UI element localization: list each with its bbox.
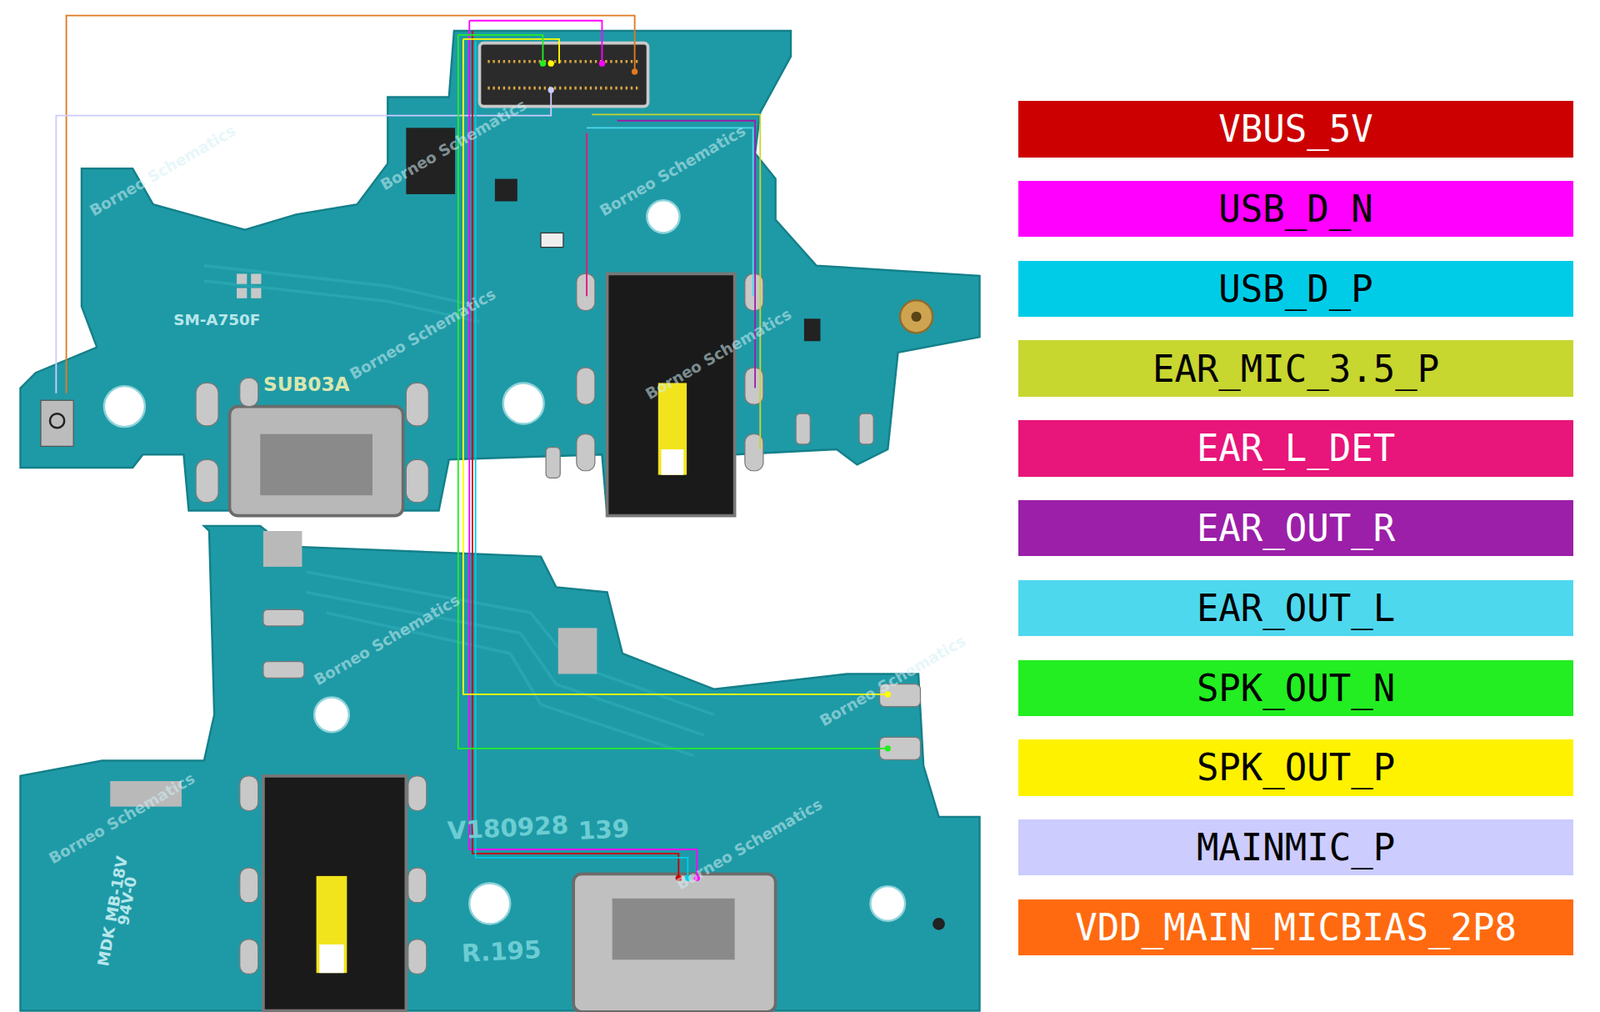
legend-text: SPK_OUT_P — [1196, 745, 1395, 789]
silkscreen-text: SM-A750F — [173, 310, 260, 329]
legend-text: EAR_MIC_3.5_P — [1152, 347, 1440, 390]
legend-text: VDD_MAIN_MICBIAS_2P8 — [1075, 905, 1517, 949]
legend-swatch: EAR_OUT_L — [1018, 580, 1574, 636]
silkscreen-text: 139 — [577, 813, 630, 845]
legend-swatch: MAINMIC_P — [1018, 819, 1574, 875]
sub-board — [20, 30, 980, 516]
legend-swatch: SPK_OUT_P — [1018, 739, 1574, 795]
legend-swatch: EAR_OUT_R — [1018, 500, 1574, 556]
legend-text: EAR_L_DET — [1196, 426, 1395, 470]
legend-text: USB_D_P — [1218, 267, 1373, 310]
legend-text: VBUS_5V — [1218, 107, 1373, 150]
legend-swatch: USB_D_N — [1018, 180, 1574, 237]
legend-text: SPK_OUT_N — [1196, 666, 1395, 710]
legend-text: EAR_OUT_R — [1196, 506, 1395, 550]
silkscreen-text: R.195 — [460, 935, 542, 968]
legend-swatch: SPK_OUT_N — [1018, 660, 1574, 716]
legend-text: USB_D_N — [1218, 187, 1373, 230]
legend-text: MAINMIC_P — [1196, 825, 1395, 869]
legend-swatch: VBUS_5V — [1018, 100, 1574, 157]
legend-swatch: USB_D_P — [1018, 260, 1574, 317]
silkscreen-text: V180928 — [446, 810, 570, 845]
silkscreen-text: SUB03A — [263, 372, 350, 395]
legend-text: EAR_OUT_L — [1196, 586, 1395, 630]
legend-swatch: VDD_MAIN_MICBIAS_2P8 — [1018, 899, 1574, 955]
legend-swatch: EAR_MIC_3.5_P — [1018, 340, 1574, 396]
sub-board — [20, 525, 980, 1011]
legend-swatch: EAR_L_DET — [1018, 420, 1574, 476]
